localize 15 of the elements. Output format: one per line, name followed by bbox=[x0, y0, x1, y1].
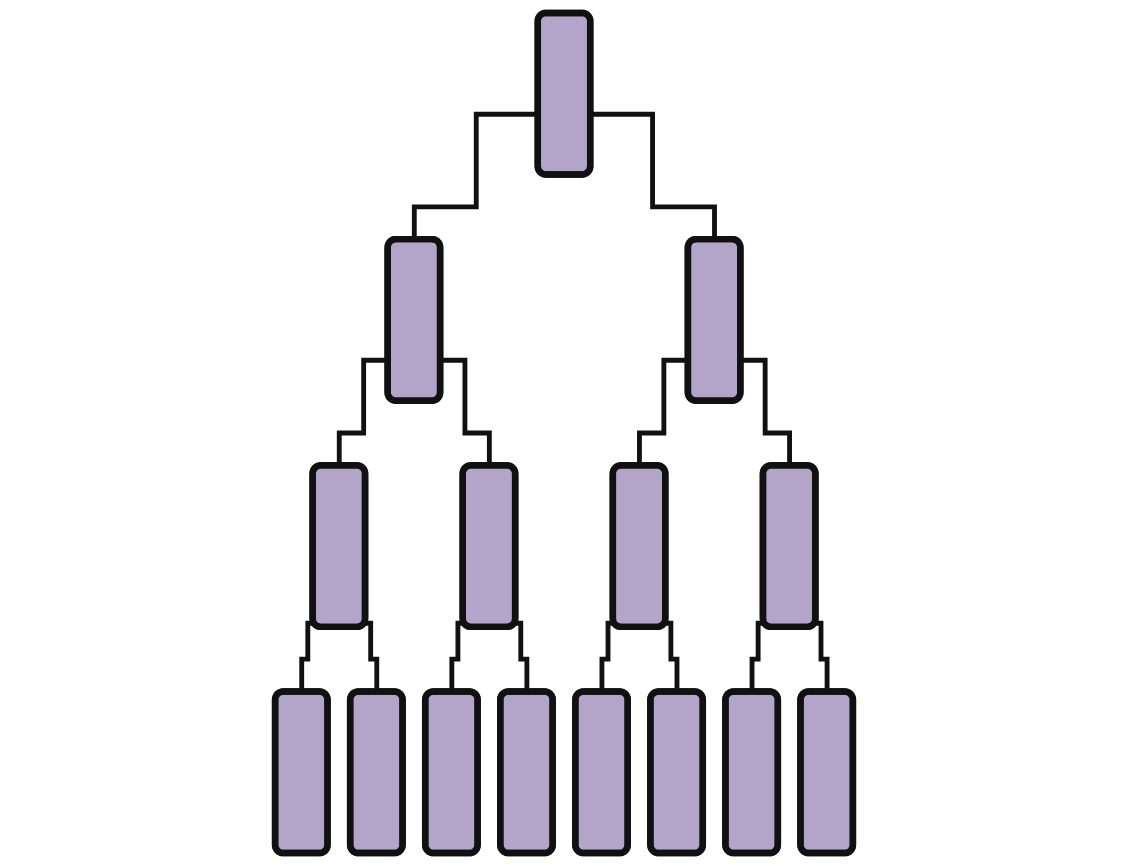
org-chart-box bbox=[346, 688, 406, 857]
org-chart-box bbox=[309, 462, 369, 631]
org-chart-box bbox=[684, 235, 744, 404]
org-chart-box bbox=[271, 688, 331, 857]
org-chart-box bbox=[459, 462, 519, 631]
org-chart-box bbox=[609, 462, 669, 631]
org-chart-box bbox=[759, 462, 819, 631]
org-chart-box bbox=[384, 235, 444, 404]
org-chart-box bbox=[797, 688, 857, 857]
org-chart-box bbox=[497, 688, 556, 857]
org-chart-box bbox=[722, 688, 782, 857]
org-chart-box bbox=[421, 688, 481, 857]
org-chart-box bbox=[647, 688, 707, 857]
org-chart-box bbox=[572, 688, 631, 857]
org-chart-box bbox=[534, 9, 594, 178]
